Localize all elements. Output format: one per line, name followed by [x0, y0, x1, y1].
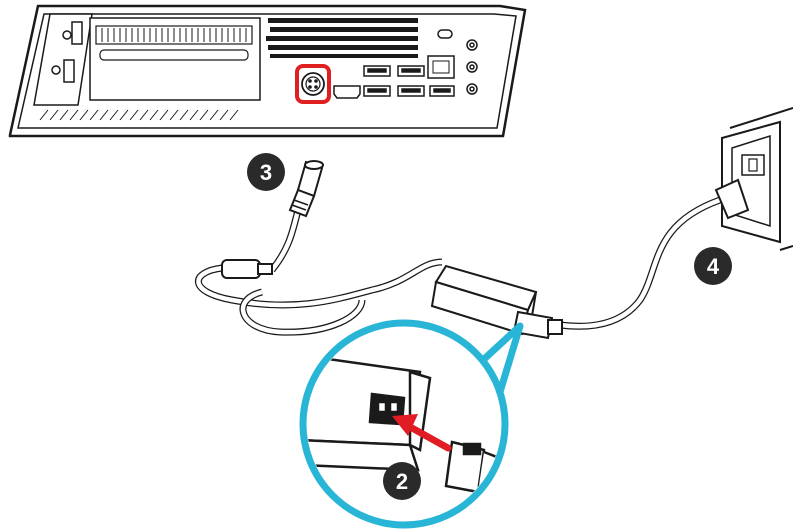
vent-slots — [266, 18, 418, 58]
adapter-detail-callout — [299, 319, 524, 529]
step-number-4: 4 — [707, 254, 720, 279]
ac-plugs — [512, 178, 750, 340]
dc-plug — [288, 160, 324, 218]
audio-jacks — [466, 39, 478, 95]
card-fins — [101, 28, 247, 42]
step-number-2: 2 — [396, 469, 408, 494]
insert-arrow — [392, 414, 452, 452]
wall-outlet — [721, 107, 793, 251]
ferrite-bead — [221, 259, 273, 279]
bottom-vents — [39, 109, 239, 121]
dc-in-highlight — [295, 64, 331, 104]
usb-ports — [363, 65, 455, 97]
cables — [195, 196, 722, 336]
pc-back-panel — [8, 4, 527, 138]
hdmi-port-icon — [333, 85, 361, 99]
step-badge-2: 2 — [383, 462, 421, 500]
step-number-3: 3 — [260, 160, 272, 185]
step-badge-3: 3 — [247, 153, 285, 191]
step-badge-4: 4 — [694, 247, 732, 285]
